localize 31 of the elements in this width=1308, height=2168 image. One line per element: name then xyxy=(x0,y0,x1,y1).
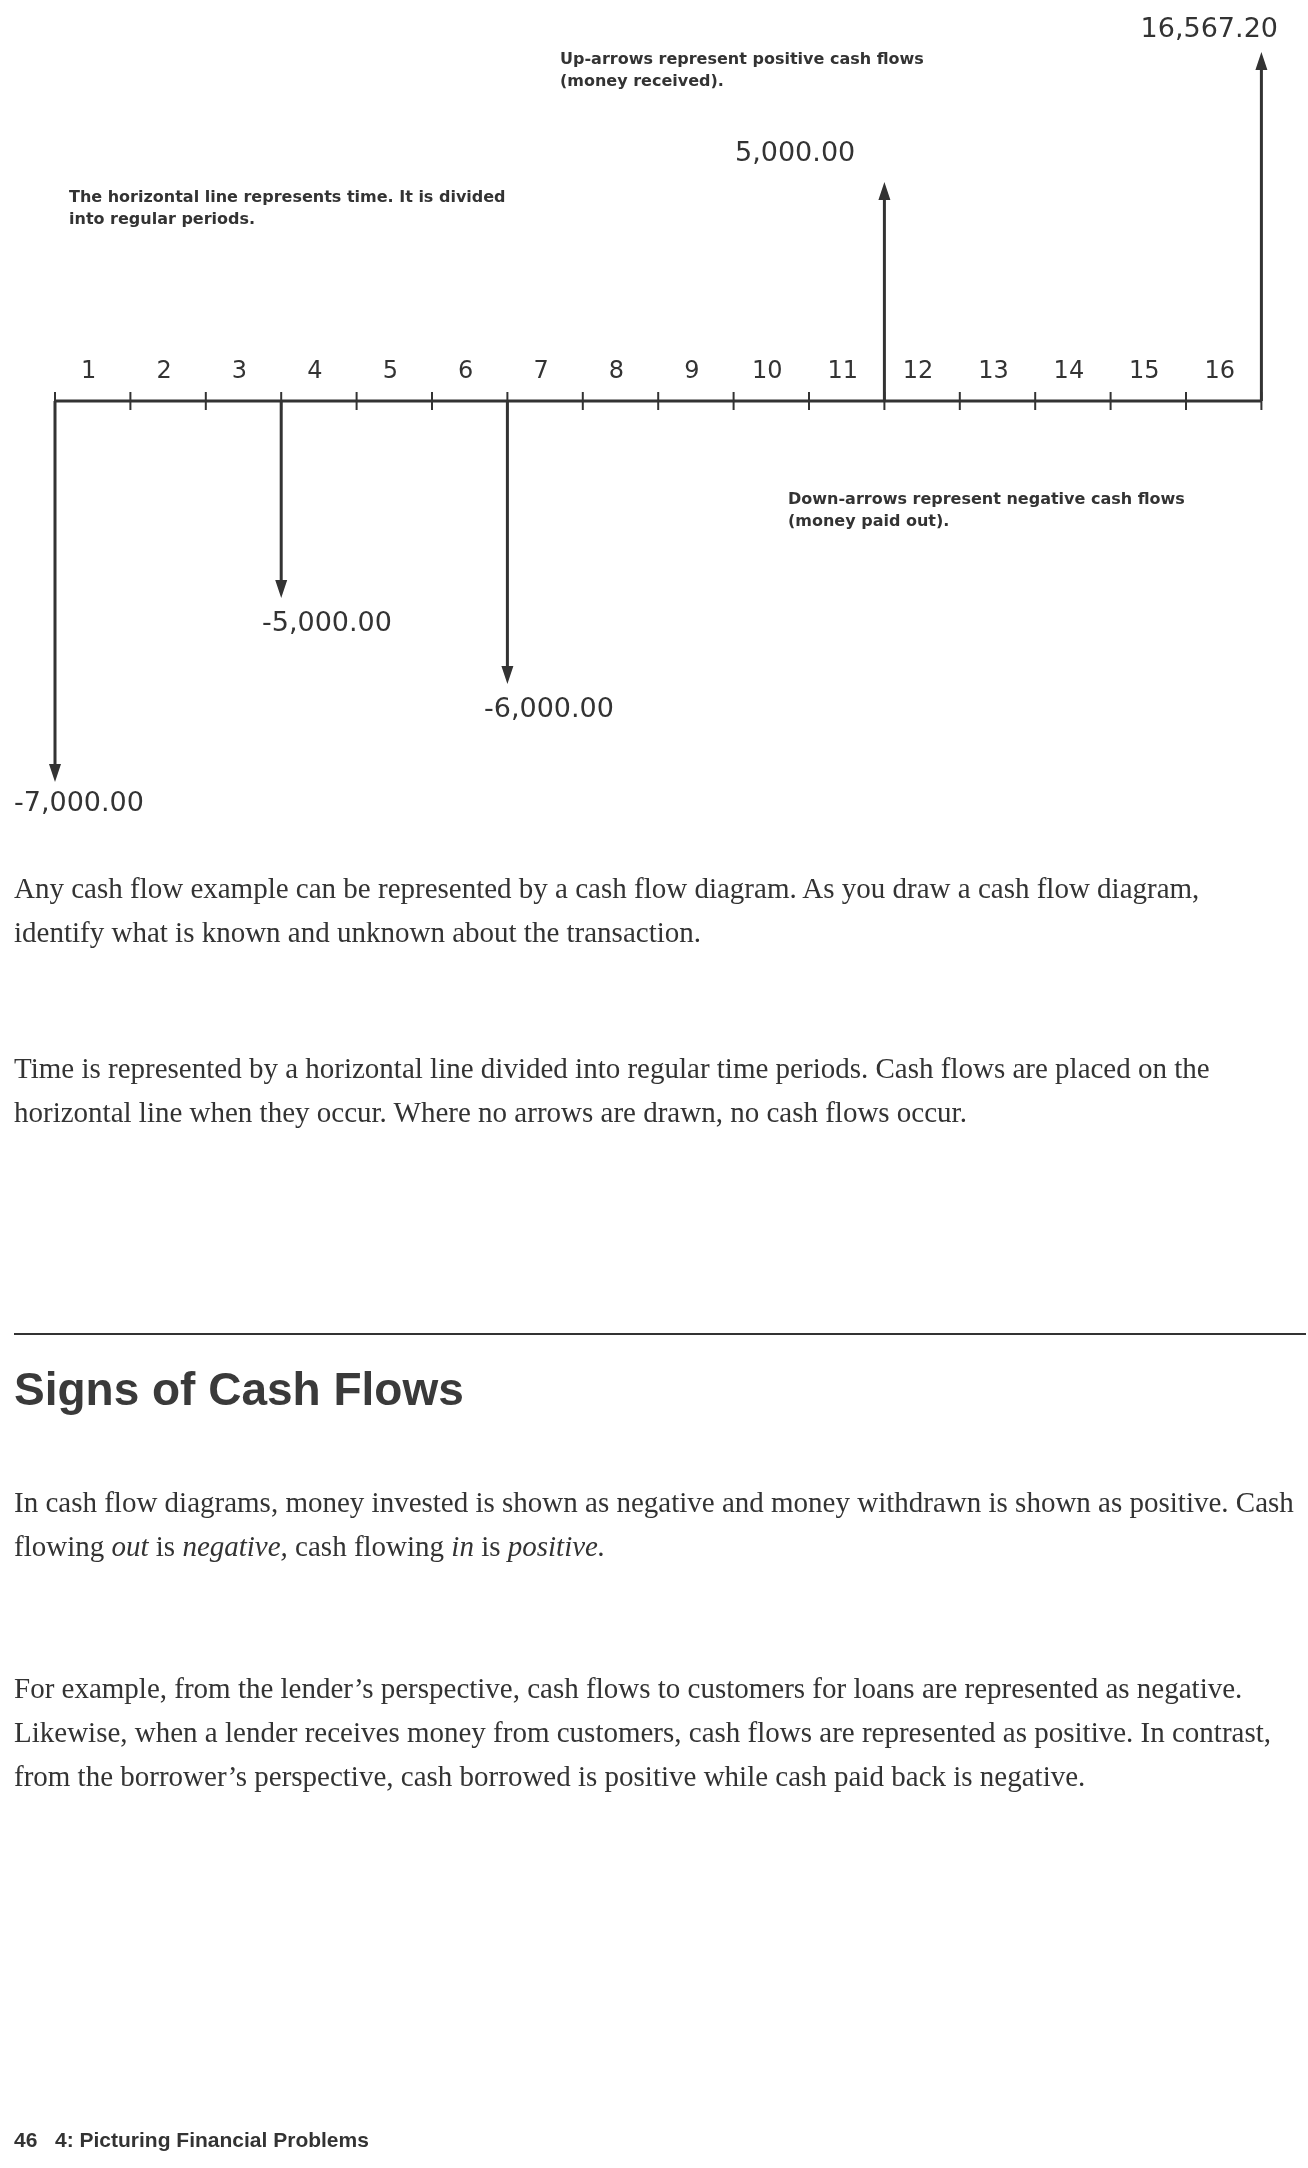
amount-label: 5,000.00 xyxy=(735,136,856,167)
period-number: 9 xyxy=(683,356,701,384)
period-number: 16 xyxy=(1203,356,1236,384)
period-number: 4 xyxy=(306,356,324,384)
note-text: The horizontal line represents time. It is divided into regular periods. xyxy=(69,186,507,230)
amount-label: 16,567.20 xyxy=(1140,12,1278,43)
note-text: Up-arrows represent positive cash flows (money received). xyxy=(560,48,925,92)
period-number: 14 xyxy=(1052,356,1086,384)
period-number: 15 xyxy=(1128,356,1161,384)
amount-label: -7,000.00 xyxy=(14,786,144,817)
period-number: 5 xyxy=(381,356,399,384)
period-number: 1 xyxy=(80,356,98,384)
paragraph: For example, from the lender’s perspective, cash flows to customers for loans are represented as negative. Likewise, when a lender receives money from customers, cash flows are represented as positive. In contrast, from the borrower’s perspective, cash borrowed is positive while cash paid back is negative. xyxy=(14,1671,1273,1794)
page-number: 46 xyxy=(14,2128,38,2152)
paragraph: Time is represented by a horizontal line divided into regular time periods. Cash flows are placed on the horizontal line when they occur. Where no arrows are drawn, no cash flows occur. xyxy=(14,1051,1211,1130)
note-text: Down-arrows represent negative cash flows (money paid out). xyxy=(788,488,1186,532)
period-number: 11 xyxy=(826,356,859,384)
period-number: 2 xyxy=(155,356,173,384)
period-number: 7 xyxy=(532,356,550,384)
section-heading: Signs of Cash Flows xyxy=(14,1362,464,1416)
paragraph: Any cash flow example can be represented by a cash flow diagram. As you draw a cash flow diagram, identify what is known and unknown about the transaction. xyxy=(14,871,1201,950)
amount-label: -5,000.00 xyxy=(262,606,392,637)
period-number: 6 xyxy=(457,356,475,384)
period-number: 8 xyxy=(607,356,626,384)
period-number: 10 xyxy=(751,356,784,384)
period-number: 3 xyxy=(230,356,249,384)
paragraph: In cash flow diagrams, money invested is shown as negative and money withdrawn is shown as positive. Cash flowing out is negative, cash flowing in is positive. xyxy=(14,1485,1295,1564)
period-number: 12 xyxy=(901,356,935,384)
amount-label: -6,000.00 xyxy=(484,692,614,723)
chapter-title: 4: Picturing Financial Problems xyxy=(55,2128,369,2152)
period-number: 13 xyxy=(977,356,1010,384)
